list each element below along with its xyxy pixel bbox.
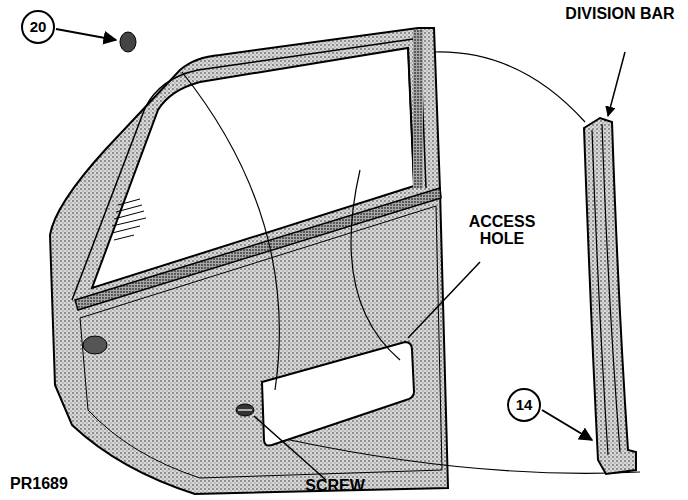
callout-circle: 14 (507, 388, 541, 422)
callout-circle: 20 (21, 10, 55, 44)
part-label: DIVISION BAR (560, 6, 680, 23)
part-label: ACCESS HOLE (452, 214, 552, 248)
part-label: SCREW (300, 478, 370, 495)
callout-number: 20 (30, 19, 47, 35)
figure-number: PR1689 (4, 476, 74, 493)
callout-number: 14 (516, 397, 533, 413)
